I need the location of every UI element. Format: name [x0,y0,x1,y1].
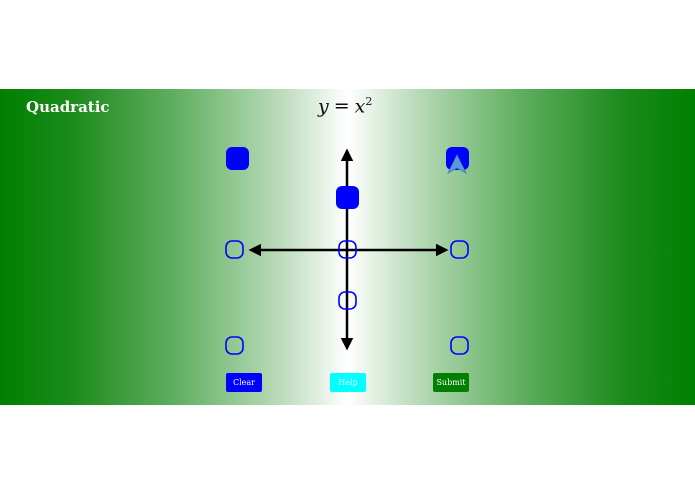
quadratic-canvas[interactable]: Quadratic y=x2 Clear Help Submit [0,89,695,405]
submit-button[interactable]: Submit [433,373,469,392]
point-center-empty[interactable] [338,240,357,259]
point-top-left-filled[interactable] [226,147,249,170]
equation-equals: = [333,95,350,118]
app-title: Quadratic [26,98,110,116]
point-right-empty[interactable] [450,240,469,259]
equation-base: x [354,95,366,118]
point-center-lower-empty[interactable] [338,291,357,310]
point-bottom-right-empty[interactable] [450,336,469,355]
point-left-empty[interactable] [225,240,244,259]
equation-lhs: y [318,95,329,118]
point-center-upper-filled[interactable] [336,186,359,209]
coordinate-axes [225,147,469,355]
cursor-marker-icon [447,154,467,174]
help-button[interactable]: Help [330,373,366,392]
equation-exponent: 2 [365,95,373,108]
clear-button[interactable]: Clear [226,373,262,392]
equation-label: y=x2 [318,95,372,117]
point-bottom-left-empty[interactable] [225,336,244,355]
